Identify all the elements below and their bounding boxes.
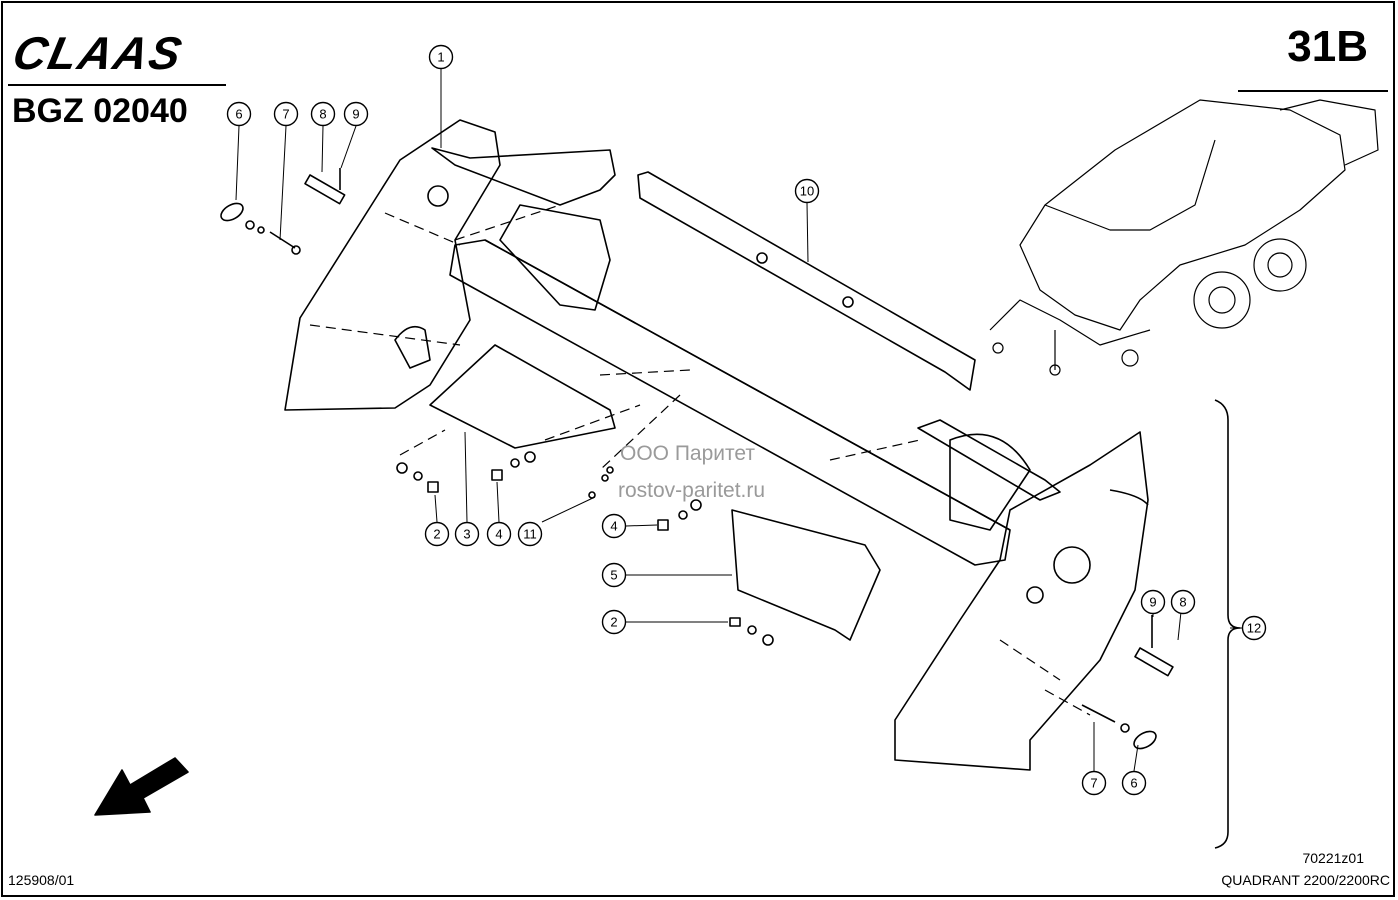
left-plate-cutout (394, 325, 431, 369)
callout-8: 8 (310, 101, 336, 127)
callout-10: 10 (794, 178, 820, 204)
model-name: QUADRANT 2200/2200RC (1221, 872, 1390, 888)
callout-circle (226, 101, 252, 127)
callout-6: 6 (226, 101, 252, 127)
callout-circle (310, 101, 336, 127)
callout-label: 11 (523, 527, 537, 542)
callout-label: 9 (1149, 595, 1156, 610)
callout-circle (486, 521, 512, 547)
watermark-url: rostov-paritet.ru (618, 479, 766, 502)
callout-label: 7 (282, 107, 289, 122)
callout-label: 6 (235, 107, 242, 122)
callout-2: 2 (601, 609, 627, 635)
callout-circle (601, 609, 627, 635)
callout-2: 2 (424, 521, 450, 547)
right-top-bracket (917, 419, 1061, 501)
main-beam (449, 239, 1011, 566)
left-side-plate (284, 119, 501, 411)
callout-label: 7 (1090, 776, 1097, 791)
callout-circle (1081, 770, 1107, 796)
callout-11: 11 (517, 521, 543, 547)
callout-circle (454, 521, 480, 547)
left-cover-plate (429, 344, 616, 449)
callout-circle (273, 101, 299, 127)
callout-6: 6 (1121, 770, 1147, 796)
fastener-group-right (657, 499, 1174, 750)
footer-left-code: 125908/01 (8, 872, 75, 888)
left-plate-hole (427, 185, 449, 207)
page-number-underline (1238, 90, 1388, 92)
callout-label: 5 (610, 568, 617, 583)
callout-label: 10 (800, 184, 814, 199)
callout-group: 1 6 7 8 9 10 2 3 4 11 4 5 2 9 8 12 7 6 (226, 44, 1267, 796)
callout-7: 7 (1081, 770, 1107, 796)
callout-label: 3 (463, 527, 470, 542)
left-bracket-front (499, 204, 611, 311)
callout-label: 4 (495, 527, 502, 542)
callout-9: 9 (343, 101, 369, 127)
callout-8: 8 (1170, 589, 1196, 615)
top-strip-part (637, 171, 976, 391)
callout-circle (1140, 589, 1166, 615)
callout-label: 2 (433, 527, 440, 542)
callout-circle (601, 562, 627, 588)
callout-label: 2 (610, 615, 617, 630)
callout-5: 5 (601, 562, 627, 588)
right-side-plate (894, 431, 1149, 771)
callout-circle (424, 521, 450, 547)
callout-3: 3 (454, 521, 480, 547)
callout-4: 4 (486, 521, 512, 547)
right-plate-bore (1053, 546, 1091, 584)
callout-label: 8 (319, 107, 326, 122)
brand-underline (8, 84, 226, 86)
callout-circle (428, 44, 454, 70)
callout-4: 4 (601, 513, 627, 539)
drawing-code: 70221z01 (1302, 850, 1364, 866)
callout-circle (1121, 770, 1147, 796)
callout-label: 4 (610, 519, 617, 534)
callout-label: 8 (1179, 595, 1186, 610)
callout-circle (794, 178, 820, 204)
page-number: 31B (1287, 22, 1368, 71)
document-code: BGZ 02040 (12, 92, 188, 130)
callout-label: 9 (352, 107, 359, 122)
callout-circle (1241, 615, 1267, 641)
callout-circle (343, 101, 369, 127)
callout-12: 12 (1241, 615, 1267, 641)
baler-machine-sketch (989, 99, 1379, 376)
left-top-bracket (431, 147, 616, 206)
callout-circle (517, 521, 543, 547)
callout-1: 1 (428, 44, 454, 70)
callout-7: 7 (273, 101, 299, 127)
assembly-bracket-12 (1214, 399, 1241, 849)
callout-label: 12 (1247, 621, 1261, 636)
direction-arrow (94, 757, 189, 816)
right-cover-plate (731, 509, 881, 641)
callout-label: 6 (1130, 776, 1137, 791)
callout-9: 9 (1140, 589, 1166, 615)
callout-circle (1170, 589, 1196, 615)
callout-circle (601, 513, 627, 539)
callout-label: 1 (437, 50, 444, 65)
watermark-company: ООО Паритет (620, 442, 756, 465)
